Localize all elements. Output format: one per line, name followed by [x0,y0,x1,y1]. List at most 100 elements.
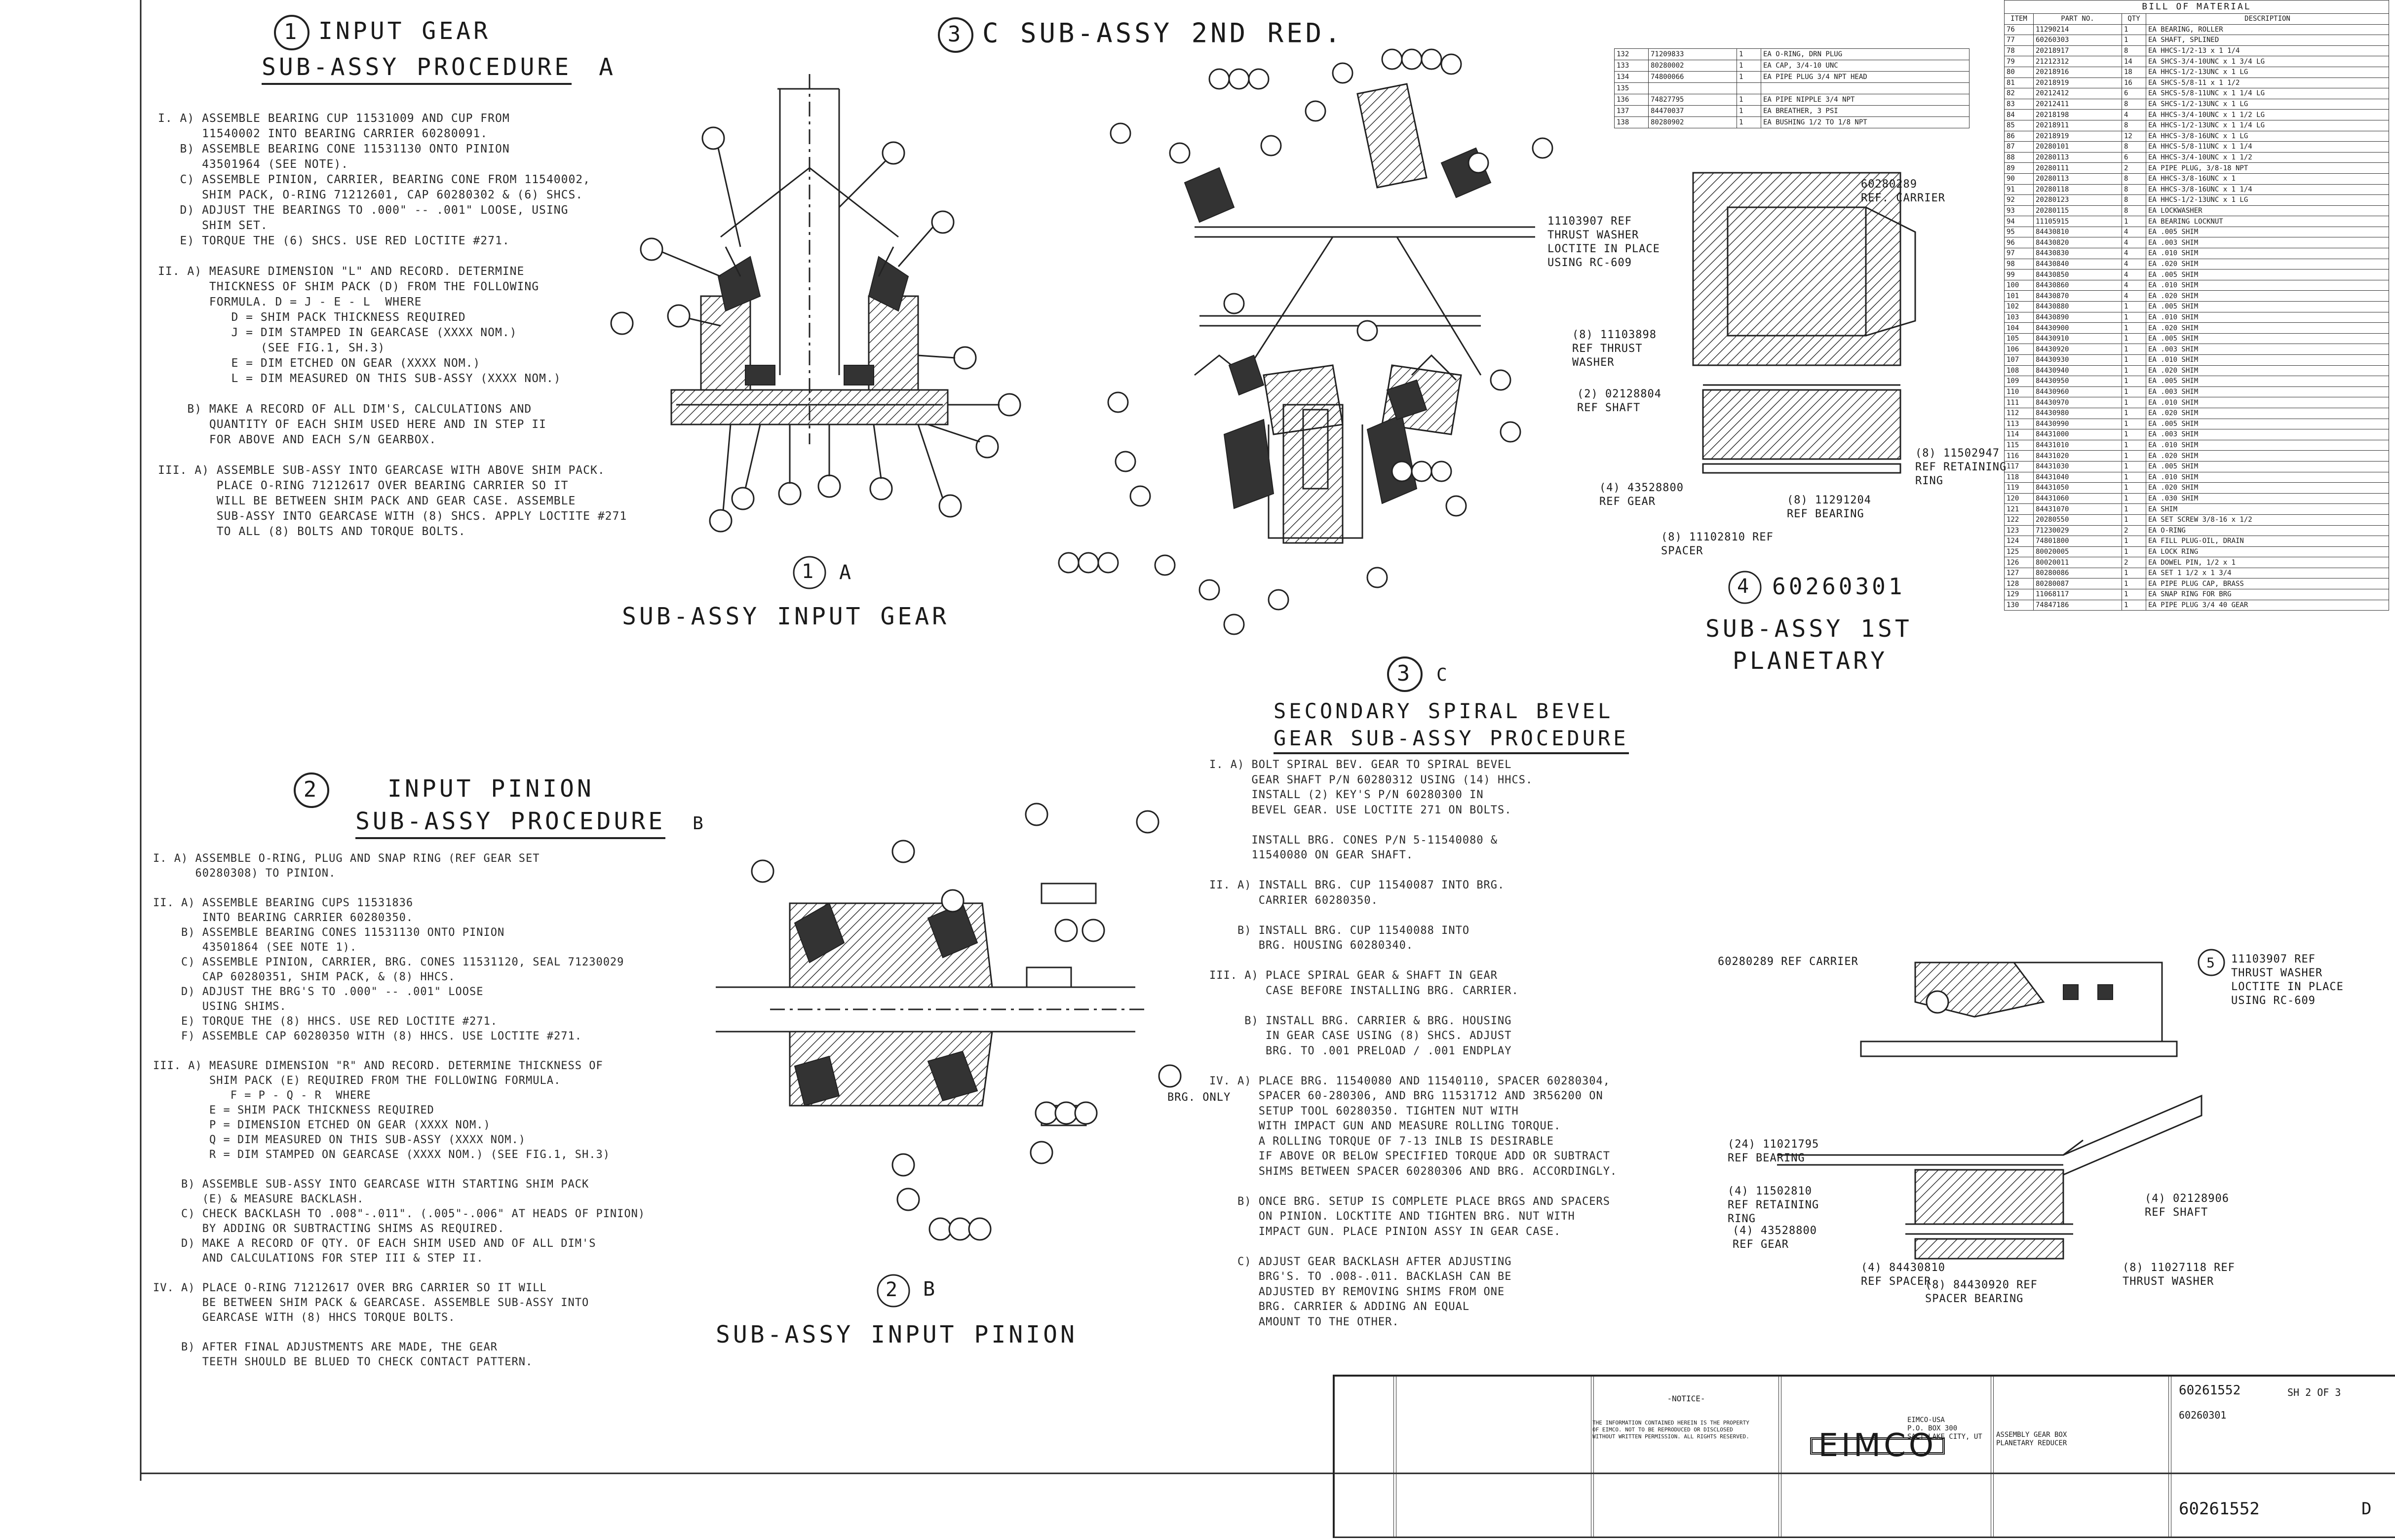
bom-cell-item: 91 [2004,184,2034,195]
bom-cell-item: 111 [2004,397,2034,408]
bom-cell-part: 20280113 [2033,173,2122,185]
bom-cell-desc: EA HHCS-3/8-16UNC x 1 1/4 [2146,184,2389,195]
bom-cell-qty: 6 [2122,88,2146,99]
callout-lower-shaft: (4) 02128906 REF SHAFT [2145,1193,2229,1219]
bom-cell-qty: 8 [2122,205,2146,217]
callout-lower-gear: (4) 43528800 REF GEAR [1733,1225,1817,1251]
bom-cell-part: 84430980 [2033,407,2122,419]
view-b-circle [877,1274,910,1308]
bom-cell-item: 116 [2004,450,2034,462]
bom-cell-part: 84430810 [2033,226,2122,238]
bom-cell-desc: EA .020 SHIM [2146,290,2389,302]
bom-cell-item: 86 [2004,130,2034,142]
input-pinion-drawing [716,883,1145,1126]
parts-cell-item: 138 [1614,116,1649,128]
bom-cell-qty: 6 [2122,152,2146,163]
callout-thrust-washer-2: (8) 11103898 REF THRUST WASHER [1572,329,1657,369]
bom-cell-item: 76 [2004,24,2034,36]
parts-cell-part [1648,82,1737,94]
bom-cell-qty: 1 [2122,503,2146,515]
section-1-subheading: SUB-ASSY PROCEDURE A [262,53,616,85]
bom-cell-item: 118 [2004,471,2034,483]
bom-cell-item: 99 [2004,269,2034,280]
parts-cell-item: 137 [1614,105,1649,117]
bom-cell-desc: EA FILL PLUG-OIL, DRAIN [2146,536,2389,547]
bom-cell-desc: EA HHCS-5/8-11UNC x 1 1/4 [2146,141,2389,153]
bom-cell-part: 20280550 [2033,514,2122,526]
bom-cell-part: 84430950 [2033,376,2122,387]
bom-cell-item: 108 [2004,365,2034,377]
parts-cell-part: 74800066 [1648,71,1737,83]
section-title: C SUB-ASSY 2ND RED. [982,17,1344,49]
dwg-number-top: 60261552 [2179,1383,2241,1398]
bom-cell-qty: 1 [2122,429,2146,440]
bom-cell-desc: EA .005 SHIM [2146,269,2389,280]
bom-cell-item: 100 [2004,279,2034,291]
bom-cell-item: 112 [2004,407,2034,419]
parts-cell-qty: 1 [1737,48,1761,60]
drawing-title: ASSEMBLY GEAR BOX PLANETARY REDUCER [1996,1431,2067,1447]
bom-cell-desc: EA LOCK RING [2146,546,2389,558]
view-4-code: 60260301 [1772,573,1905,600]
bom-cell-part: 20212411 [2033,98,2122,110]
bom-cell-qty: 1 [2122,567,2146,579]
bom-cell-desc: EA .010 SHIM [2146,439,2389,451]
notice-text: THE INFORMATION CONTAINED HEREIN IS THE … [1592,1420,1749,1440]
bom-cell-item: 115 [2004,439,2034,451]
bom-cell-qty: 8 [2122,194,2146,206]
bom-cell-item: 124 [2004,536,2034,547]
bom-cell-part: 84431070 [2033,503,2122,515]
revision-table [1393,1376,1594,1538]
bom-cell-desc: EA .003 SHIM [2146,344,2389,355]
bom-title: BILL OF MATERIAL [2004,0,2389,13]
bom-cell-desc: EA .020 SHIM [2146,482,2389,494]
part-number: 60260301 [2179,1409,2227,1421]
bom-cell-item: 81 [2004,77,2034,89]
bom-cell-desc: EA SNAP RING FOR BRG [2146,589,2389,600]
input-pinion-balloons [751,803,1182,1241]
bom-cell-part: 84430910 [2033,333,2122,345]
bom-cell-desc: EA .005 SHIM [2146,461,2389,472]
bom-cell-part: 84430880 [2033,301,2122,312]
bom-cell-qty: 1 [2122,482,2146,494]
bom-cell-item: 88 [2004,152,2034,163]
view-a-letter: A [839,561,854,584]
callout-retaining-ring: (8) 11502947 REF RETAINING RING [1915,447,2007,487]
bom-cell-qty: 8 [2122,141,2146,153]
bom-cell-part: 84430830 [2033,248,2122,259]
sheet-number: SH 2 OF 3 [2287,1386,2341,1398]
bom-cell-part: 20218198 [2033,109,2122,120]
bom-cell-qty: 1 [2122,471,2146,483]
bom-cell-item: 78 [2004,45,2034,57]
section-title: INPUT PINION [387,775,594,803]
parts-cell-desc: EA CAP, 3/4-10 UNC [1761,60,1970,72]
parts-cell-desc: EA PIPE NIPPLE 3/4 NPT [1761,94,1970,106]
dwg-number-bottom: 60261552 [2179,1499,2260,1519]
bom-cell-desc: EA .005 SHIM [2146,301,2389,312]
bom-cell-qty: 4 [2122,290,2146,302]
parts-cell-item: 134 [1614,71,1649,83]
bom-cell-qty: 1 [2122,397,2146,408]
bom-cell-desc: EA .005 SHIM [2146,418,2389,430]
